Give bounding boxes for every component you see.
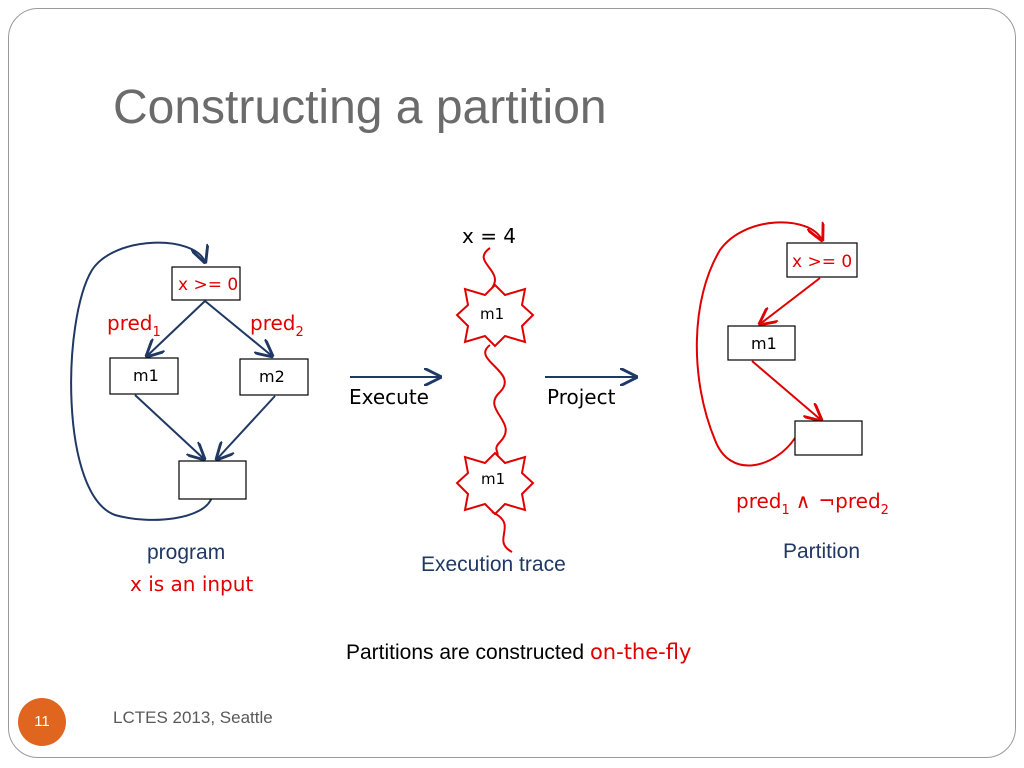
trace-wavy-3 [491, 511, 513, 553]
trace-node-1-star [455, 283, 535, 348]
execute-label: Execute [349, 385, 429, 409]
note-highlight: on-the-fly [589, 640, 692, 664]
project-step: Project [545, 377, 636, 409]
program-cond-label: x >= 0 [178, 275, 238, 295]
trace-input-label: x = 4 [462, 224, 516, 248]
partition-cond-box [786, 242, 858, 278]
partition-edge-pred1 [760, 277, 821, 324]
partition-edge-m1-exit [751, 360, 821, 420]
program-edge-pred1 [147, 300, 206, 356]
program-loop-edge [70, 241, 213, 521]
note-text: Partitions are constructed [346, 641, 590, 664]
execute-step: Execute [349, 377, 440, 409]
partition-loop-edge [695, 221, 822, 467]
program-cond-box [171, 266, 241, 301]
program-cfg: x >= 0 pred1 pred2 m1 m2 program x is an… [70, 241, 309, 596]
partition-m1-box [727, 325, 796, 361]
trace-wavy-2 [484, 344, 507, 457]
program-pred2-label: pred2 [250, 311, 304, 340]
program-exit-box [178, 460, 247, 500]
trace-caption: Execution trace [421, 553, 566, 576]
partition-path-condition: pred1∧¬pred2 [736, 489, 889, 518]
program-edge-m2-exit [217, 395, 276, 459]
program-caption-input: x is an input [130, 572, 253, 596]
partition-caption: Partition [783, 540, 860, 563]
partition-cfg: x >= 0 m1 pred1∧¬pred2 Partition [695, 221, 889, 563]
trace-node-1-label: m1 [480, 305, 504, 323]
program-m2-label: m2 [259, 367, 285, 386]
execution-trace: x = 4 m1 m1 Execution trace [421, 224, 566, 576]
slide-frame [8, 8, 1016, 758]
slide-title: Constructing a partition [113, 81, 607, 134]
program-m2-box [239, 358, 309, 396]
program-m1-label: m1 [133, 366, 159, 385]
partition-m1-label: m1 [751, 334, 777, 353]
project-label: Project [547, 385, 616, 409]
partition-exit-box [794, 420, 863, 456]
trace-node-2-label: m1 [481, 470, 505, 488]
program-edge-m1-exit [134, 394, 204, 459]
program-pred1-label: pred1 [107, 311, 161, 340]
program-edge-pred2 [204, 300, 272, 356]
program-m1-box [109, 357, 179, 395]
partition-cond-label: x >= 0 [792, 252, 852, 272]
page-number-badge: 11 [18, 698, 66, 746]
trace-wavy-1 [482, 247, 496, 289]
on-the-fly-note: Partitions are constructed on-the-fly [346, 640, 691, 665]
program-caption: program [147, 541, 225, 564]
footer-text: LCTES 2013, Seattle [113, 708, 273, 727]
